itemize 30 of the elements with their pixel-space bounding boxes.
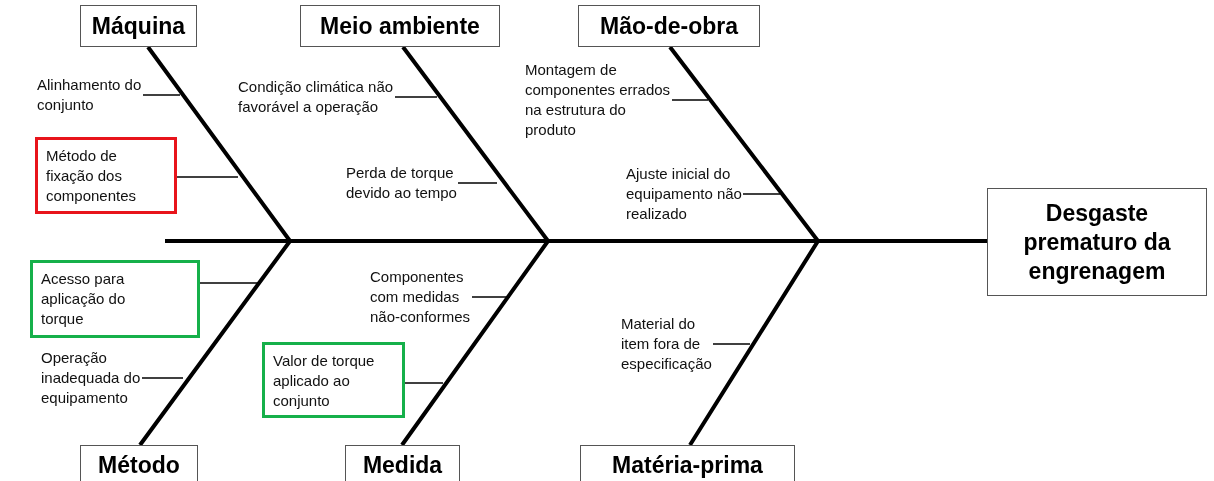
cause-text: Perda de torque devido ao tempo	[346, 163, 458, 203]
cause-text: Componentes com medidas não-conformes	[370, 267, 472, 327]
leader-line	[457, 182, 498, 184]
cause-text: Ajuste inicial do equipamento não realizado	[626, 164, 743, 224]
leader-line	[142, 94, 181, 96]
leader-line	[176, 176, 239, 178]
leader-line	[404, 382, 444, 384]
cause-text: Condição climática não favorável a operação	[238, 77, 395, 117]
category-box: Mão-de-obra	[578, 5, 760, 47]
cause-text: Material do item fora de especificação	[621, 314, 713, 374]
cause-box: Valor de torque aplicado ao conjunto	[262, 342, 405, 418]
category-box: Matéria-prima	[580, 445, 795, 481]
bone-line	[688, 239, 987, 447]
category-box: Máquina	[80, 5, 197, 47]
category-box: Método	[80, 445, 198, 481]
leader-line	[742, 193, 781, 195]
cause-box: Acesso para aplicação do torque	[30, 260, 200, 338]
leader-line	[394, 96, 438, 98]
cause-box: Método de fixação dos componentes	[35, 137, 177, 214]
leader-line	[712, 343, 751, 345]
leader-line	[471, 296, 511, 298]
cause-text: Alinhamento do conjunto	[37, 75, 143, 115]
leader-line	[199, 282, 259, 284]
category-box: Medida	[345, 445, 460, 481]
cause-text: Operação inadequada do equipamento	[41, 348, 142, 408]
category-box: Meio ambiente	[300, 5, 500, 47]
leader-line	[671, 99, 709, 101]
cause-text: Montagem de componentes errados na estrutura do produto	[525, 60, 672, 140]
effect-box: Desgaste prematuro da engrenagem	[987, 188, 1207, 296]
leader-line	[141, 377, 184, 379]
